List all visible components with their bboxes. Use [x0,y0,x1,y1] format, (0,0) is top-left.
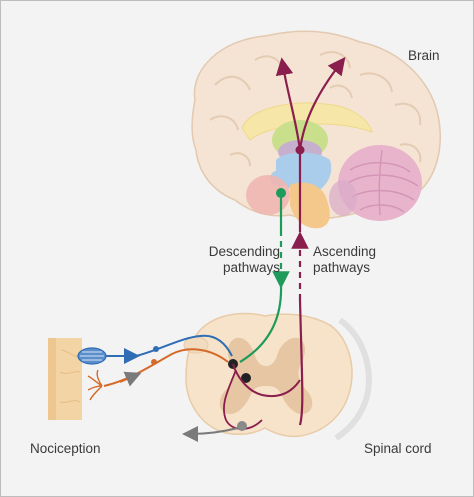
ascending-label-line1: Ascending [313,244,377,259]
descending-label-line1: Descending [208,244,280,259]
nociceptor-cell-body [151,359,157,365]
motor-neuron-axon [182,425,239,442]
brain-label: Brain [408,48,440,63]
dorsal-horn-synapse-2 [241,373,251,383]
pons [329,180,357,216]
ascending-label-line2: pathways [313,260,371,275]
descending-label-line2: pathways [222,260,280,275]
sensory-neuron-cell-body [153,346,159,352]
ascending-branch-right [298,57,346,151]
ascending-branch-left [275,57,302,151]
vertebra-outline-right [334,317,372,441]
motor-neuron-cell-body [237,421,247,431]
skin-tissue [48,338,107,420]
spinal-cord-label: Spinal cord [364,441,432,456]
ascending-synapse-brain [295,145,305,155]
nociceptor-arrow [119,371,142,387]
ascending-pathways-label: Ascending pathways [313,244,393,276]
interneuron-crossing [232,363,301,398]
descending-pathways-label: Descending pathways [186,244,280,276]
spinal-cord [183,312,372,441]
lamellar-corpuscle-icon [77,347,107,365]
brain [191,30,441,229]
ascending-pathway-lower [298,299,304,426]
interneuron-loop [223,369,263,430]
brain-gyri [209,51,422,167]
descending-pathway-lower [239,285,283,363]
gray-matter [219,337,313,414]
cerebellum [338,145,422,221]
hypothalamus [276,152,332,195]
nociception-label: Nociception [30,441,101,456]
nerve-ending-icon [87,369,103,401]
skin-epidermis [48,338,56,420]
temporal-region [246,175,290,215]
